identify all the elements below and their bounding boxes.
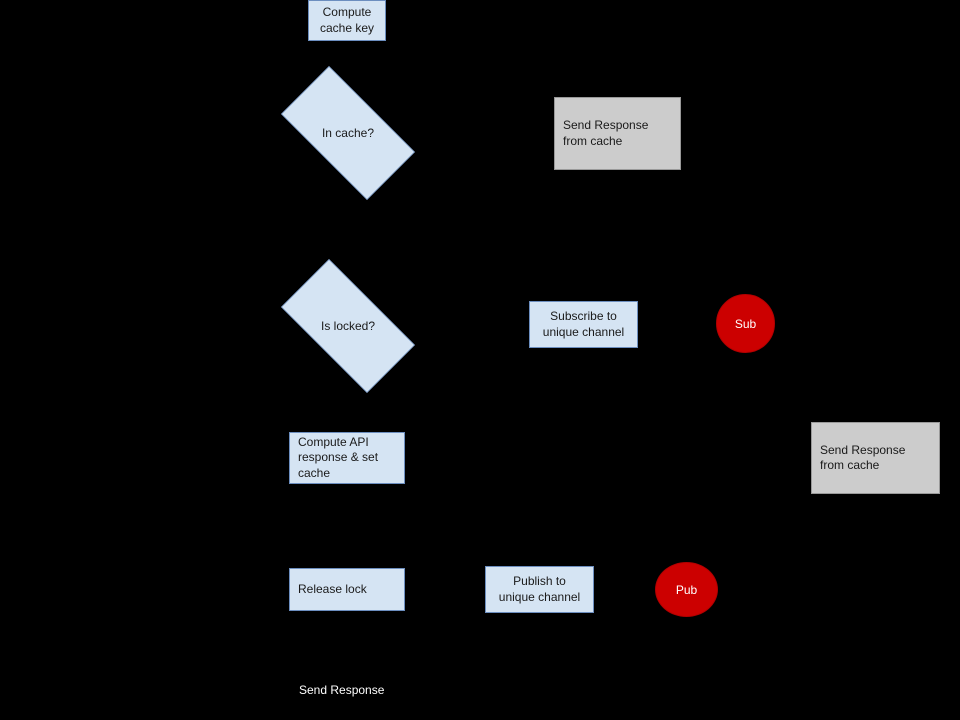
node-sub-event[interactable]: Sub — [716, 294, 775, 353]
node-send-response-from-cache-top[interactable]: Send Response from cache — [554, 97, 681, 170]
node-label: Compute cache key — [319, 5, 375, 35]
node-release-lock[interactable]: Release lock — [289, 568, 405, 611]
node-compute-cache-key[interactable]: Compute cache key — [308, 0, 386, 41]
node-label: Send Response from cache — [563, 118, 649, 148]
node-is-locked-decision[interactable]: Is locked? — [262, 259, 434, 393]
node-compute-api-response-set-cache[interactable]: Compute API response & set cache — [289, 432, 405, 484]
node-label: Compute API response & set cache — [298, 434, 379, 480]
node-subscribe-to-unique-channel[interactable]: Subscribe to unique channel — [529, 301, 638, 348]
node-label: Send Response — [299, 683, 385, 698]
node-label: In cache? — [321, 126, 375, 140]
node-pub-event[interactable]: Pub — [655, 562, 718, 617]
node-label: Subscribe to unique channel — [542, 309, 625, 339]
node-send-response-from-cache-right[interactable]: Send Response from cache — [811, 422, 940, 494]
node-label: Is locked? — [320, 319, 376, 333]
node-publish-to-unique-channel[interactable]: Publish to unique channel — [485, 566, 594, 613]
node-send-response-bottom: Send Response — [299, 682, 459, 700]
node-label: Publish to unique channel — [498, 574, 581, 604]
node-label: Sub — [734, 316, 757, 331]
node-label: Send Response from cache — [820, 442, 906, 472]
node-in-cache-decision[interactable]: In cache? — [262, 66, 434, 200]
node-label: Pub — [675, 582, 698, 597]
node-label: Release lock — [298, 581, 367, 596]
